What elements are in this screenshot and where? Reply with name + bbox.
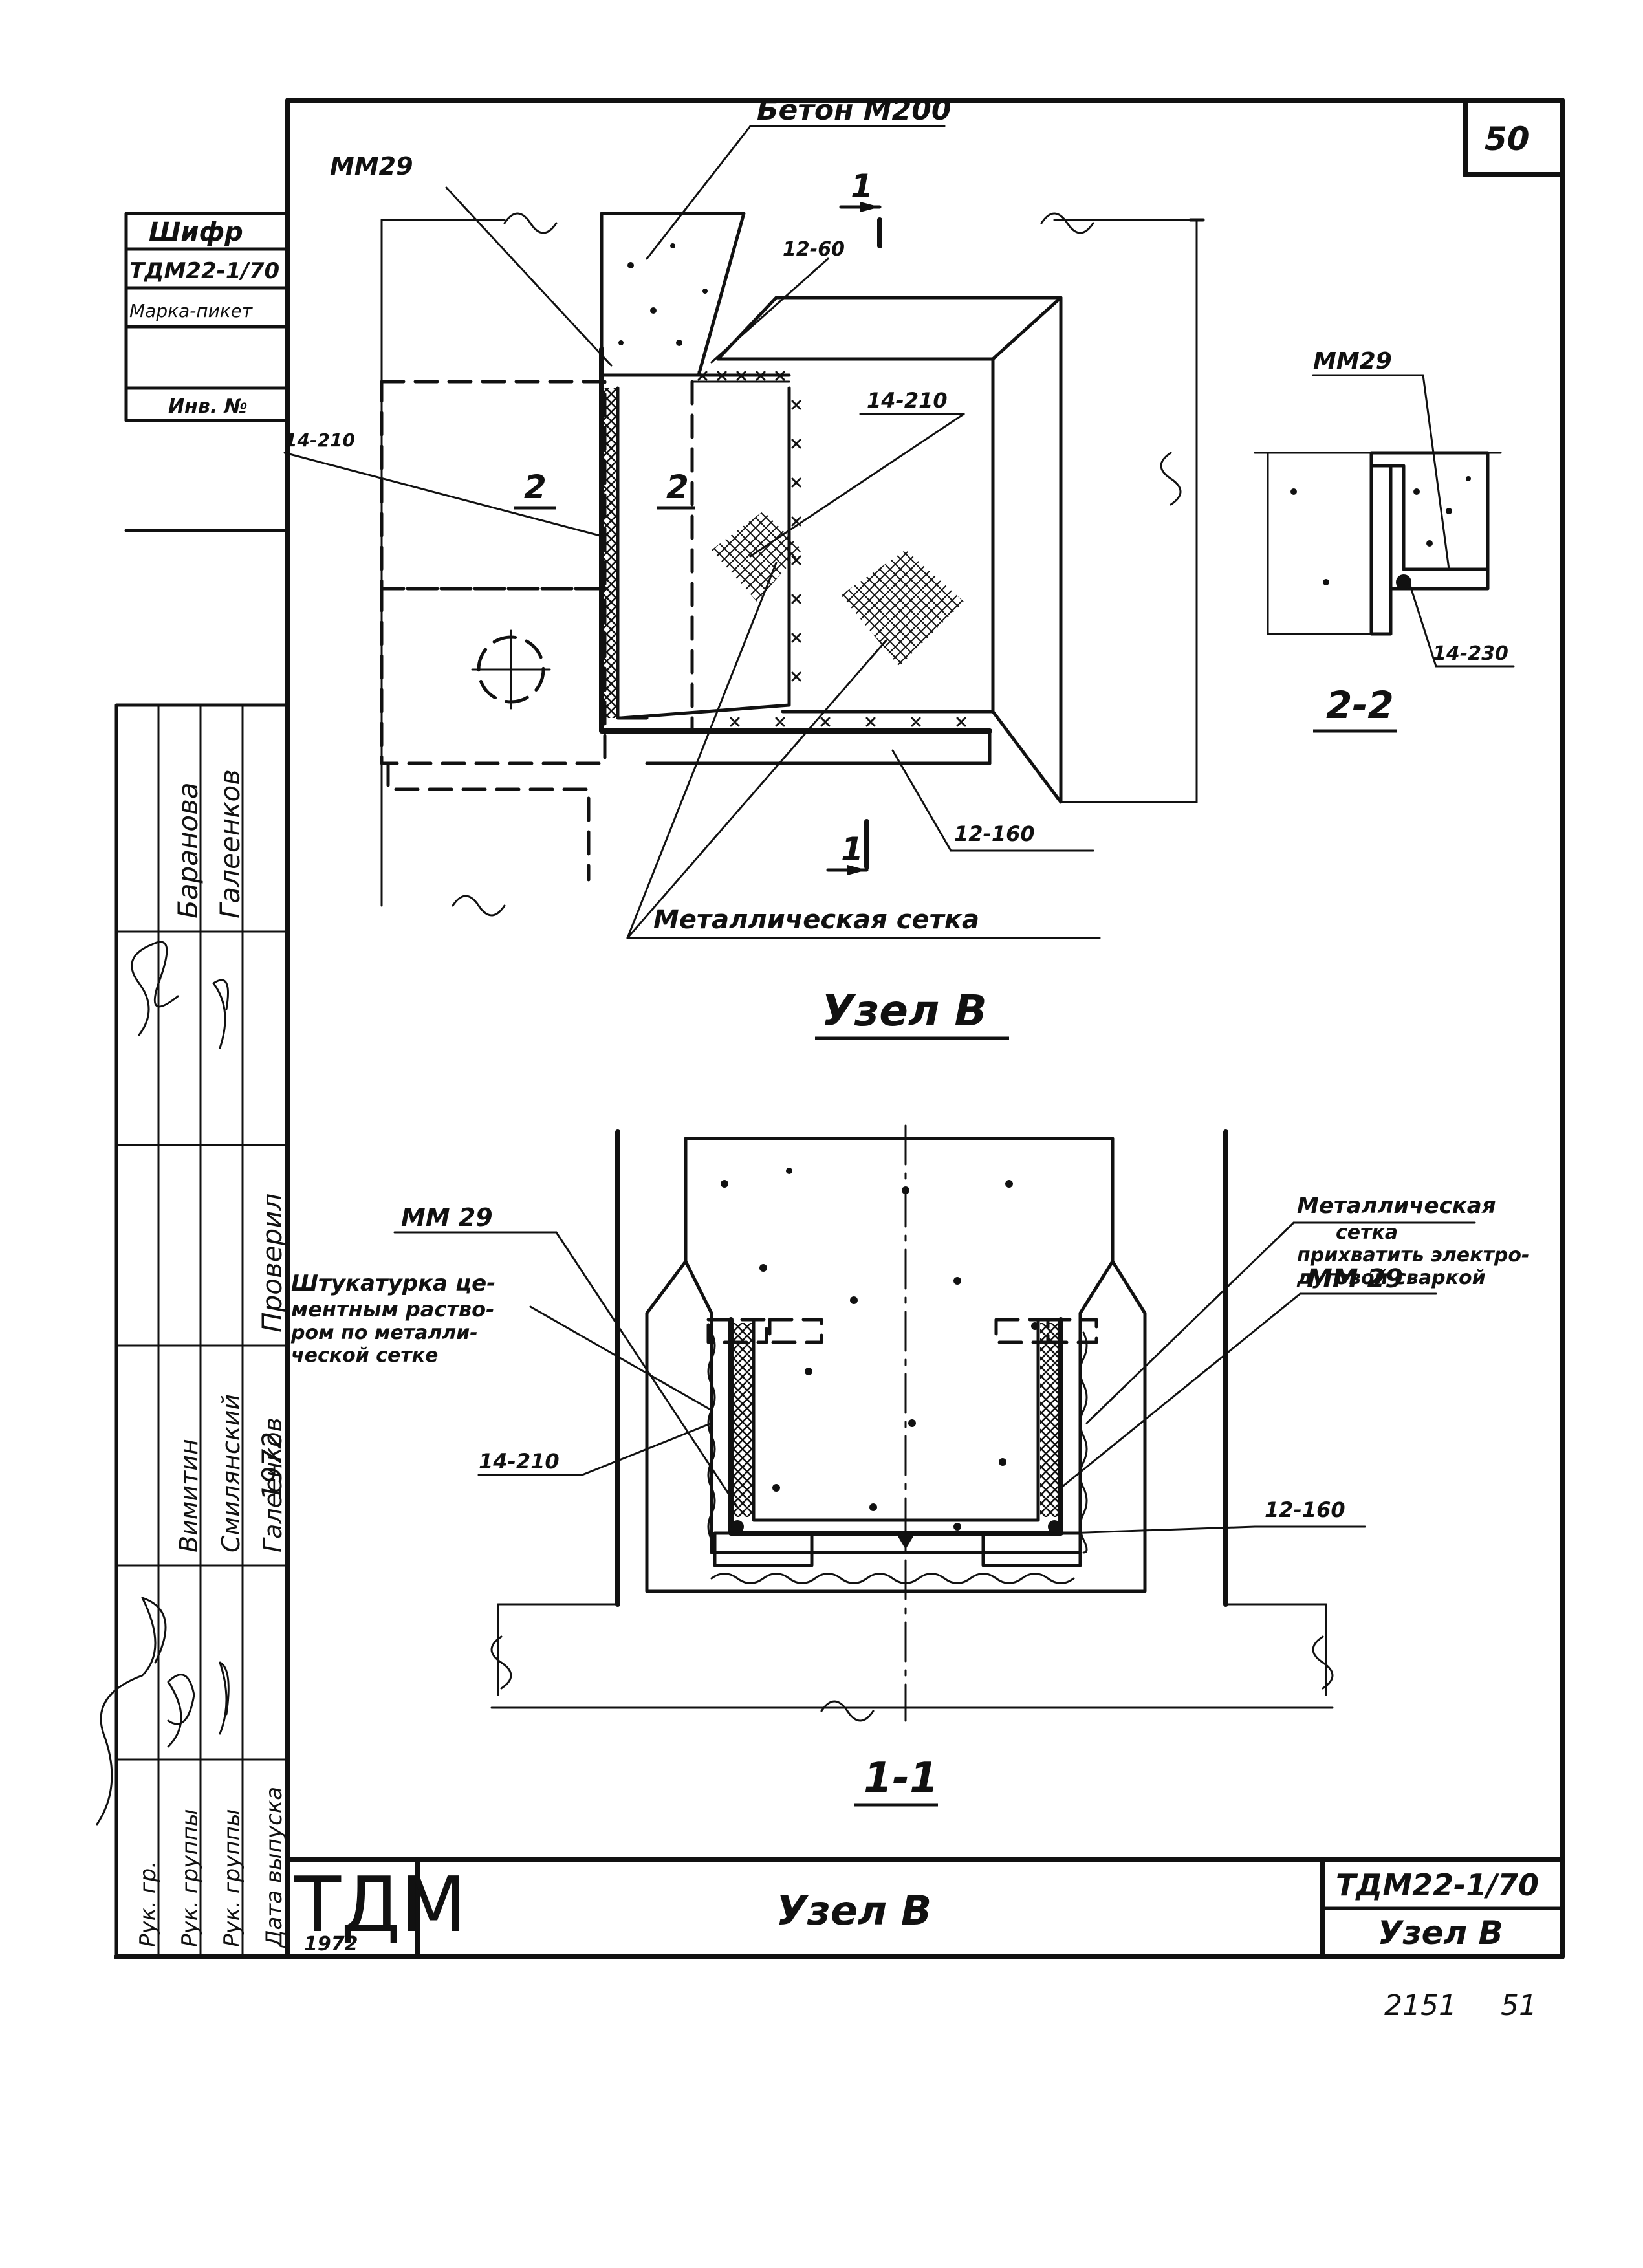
footer-archive: 2151 [1384,1989,1457,2022]
mm29-detail-label: ММ29 [1313,348,1392,375]
detail-title: 2-2 [1326,683,1394,727]
weld-14-230-label: 14-230 [1433,642,1508,665]
mesh-right-line-4: дуговой сваркой [1296,1267,1486,1289]
plan-view [283,125,1205,939]
weld-12-160-bottom: 12-160 [1265,1498,1345,1522]
plan-leaders [283,125,1101,939]
mm29-right-label: ММ 29 [1307,1264,1403,1294]
section-1-1 [393,1124,1476,1722]
sheet-number: 50 [1485,120,1530,158]
section-title: 1-1 [864,1754,939,1802]
stamp-role-2: Рук. группы [177,1809,203,1947]
plaster-line-4: ческой сетке [291,1344,438,1367]
weld-14-210-left: 14-210 [285,430,355,451]
block-code: ТДМ22-1/70 [1336,1868,1539,1903]
stamp-code: ТДМ22-1/70 [129,258,279,284]
stamp-cipher: Шифр [149,217,243,247]
weld-14-210-bottom: 14-210 [479,1449,560,1474]
stamp-person-3: Галеенков [259,1417,287,1553]
logo: ТДМ [294,1860,466,1949]
footer-page: 51 [1501,1989,1537,2022]
section-1-bottom: 1 [841,831,864,868]
mesh-right-line-2: сетка [1336,1221,1398,1244]
plaster-line-1: Штукатурка це- [291,1270,495,1296]
mesh-label: Металлическая сетка [653,905,979,935]
stamp-inventory: Инв. № [168,395,248,418]
detail-2-2 [1254,374,1515,668]
section-2-right: 2 [666,468,689,506]
weld-marks-top [697,371,966,727]
plan-title: Узел В [822,986,987,1036]
mm29-left-label: ММ 29 [401,1203,493,1232]
mesh-right-line-3: прихватить электро- [1297,1244,1529,1267]
stamp-checked: Проверил [256,1194,288,1333]
section-leaders [393,1221,1476,1534]
logo-year: 1972 [304,1933,358,1956]
block-title: Узел В [776,1887,931,1934]
block-subtitle: Узел В [1378,1914,1503,1952]
stamp-release-date: Дата выпуска [261,1787,287,1948]
plaster-line-2: ментным раство- [291,1297,494,1322]
concrete-label: Бетон М200 [757,94,951,127]
stamp-person-2: Смилянский [217,1394,245,1553]
signatures [96,941,230,1826]
stamp-name-1: Баранова [172,782,204,919]
mesh-right-line-1: Металлическая [1297,1193,1496,1219]
section-1-top: 1 [851,168,873,205]
left-stamp [114,212,290,1959]
weld-12-60-label: 12-60 [783,238,845,261]
weld-14-210-top: 14-210 [867,388,948,413]
stamp-role-1: Рук. гр. [135,1861,161,1947]
section-2-left: 2 [524,468,547,506]
stamp-marker: Марка-пикет [129,300,253,322]
stamp-role-3: Рук. группы [219,1809,245,1947]
plaster-line-3: ром по металли- [290,1322,478,1344]
stamp-person-1: Вимитин [175,1439,203,1553]
stamp-year: 1972 [256,1432,288,1501]
weld-12-160-top: 12-160 [954,822,1035,846]
stamp-name-2: Галеенков [214,769,246,919]
mm29-label-top: ММ29 [330,152,413,180]
